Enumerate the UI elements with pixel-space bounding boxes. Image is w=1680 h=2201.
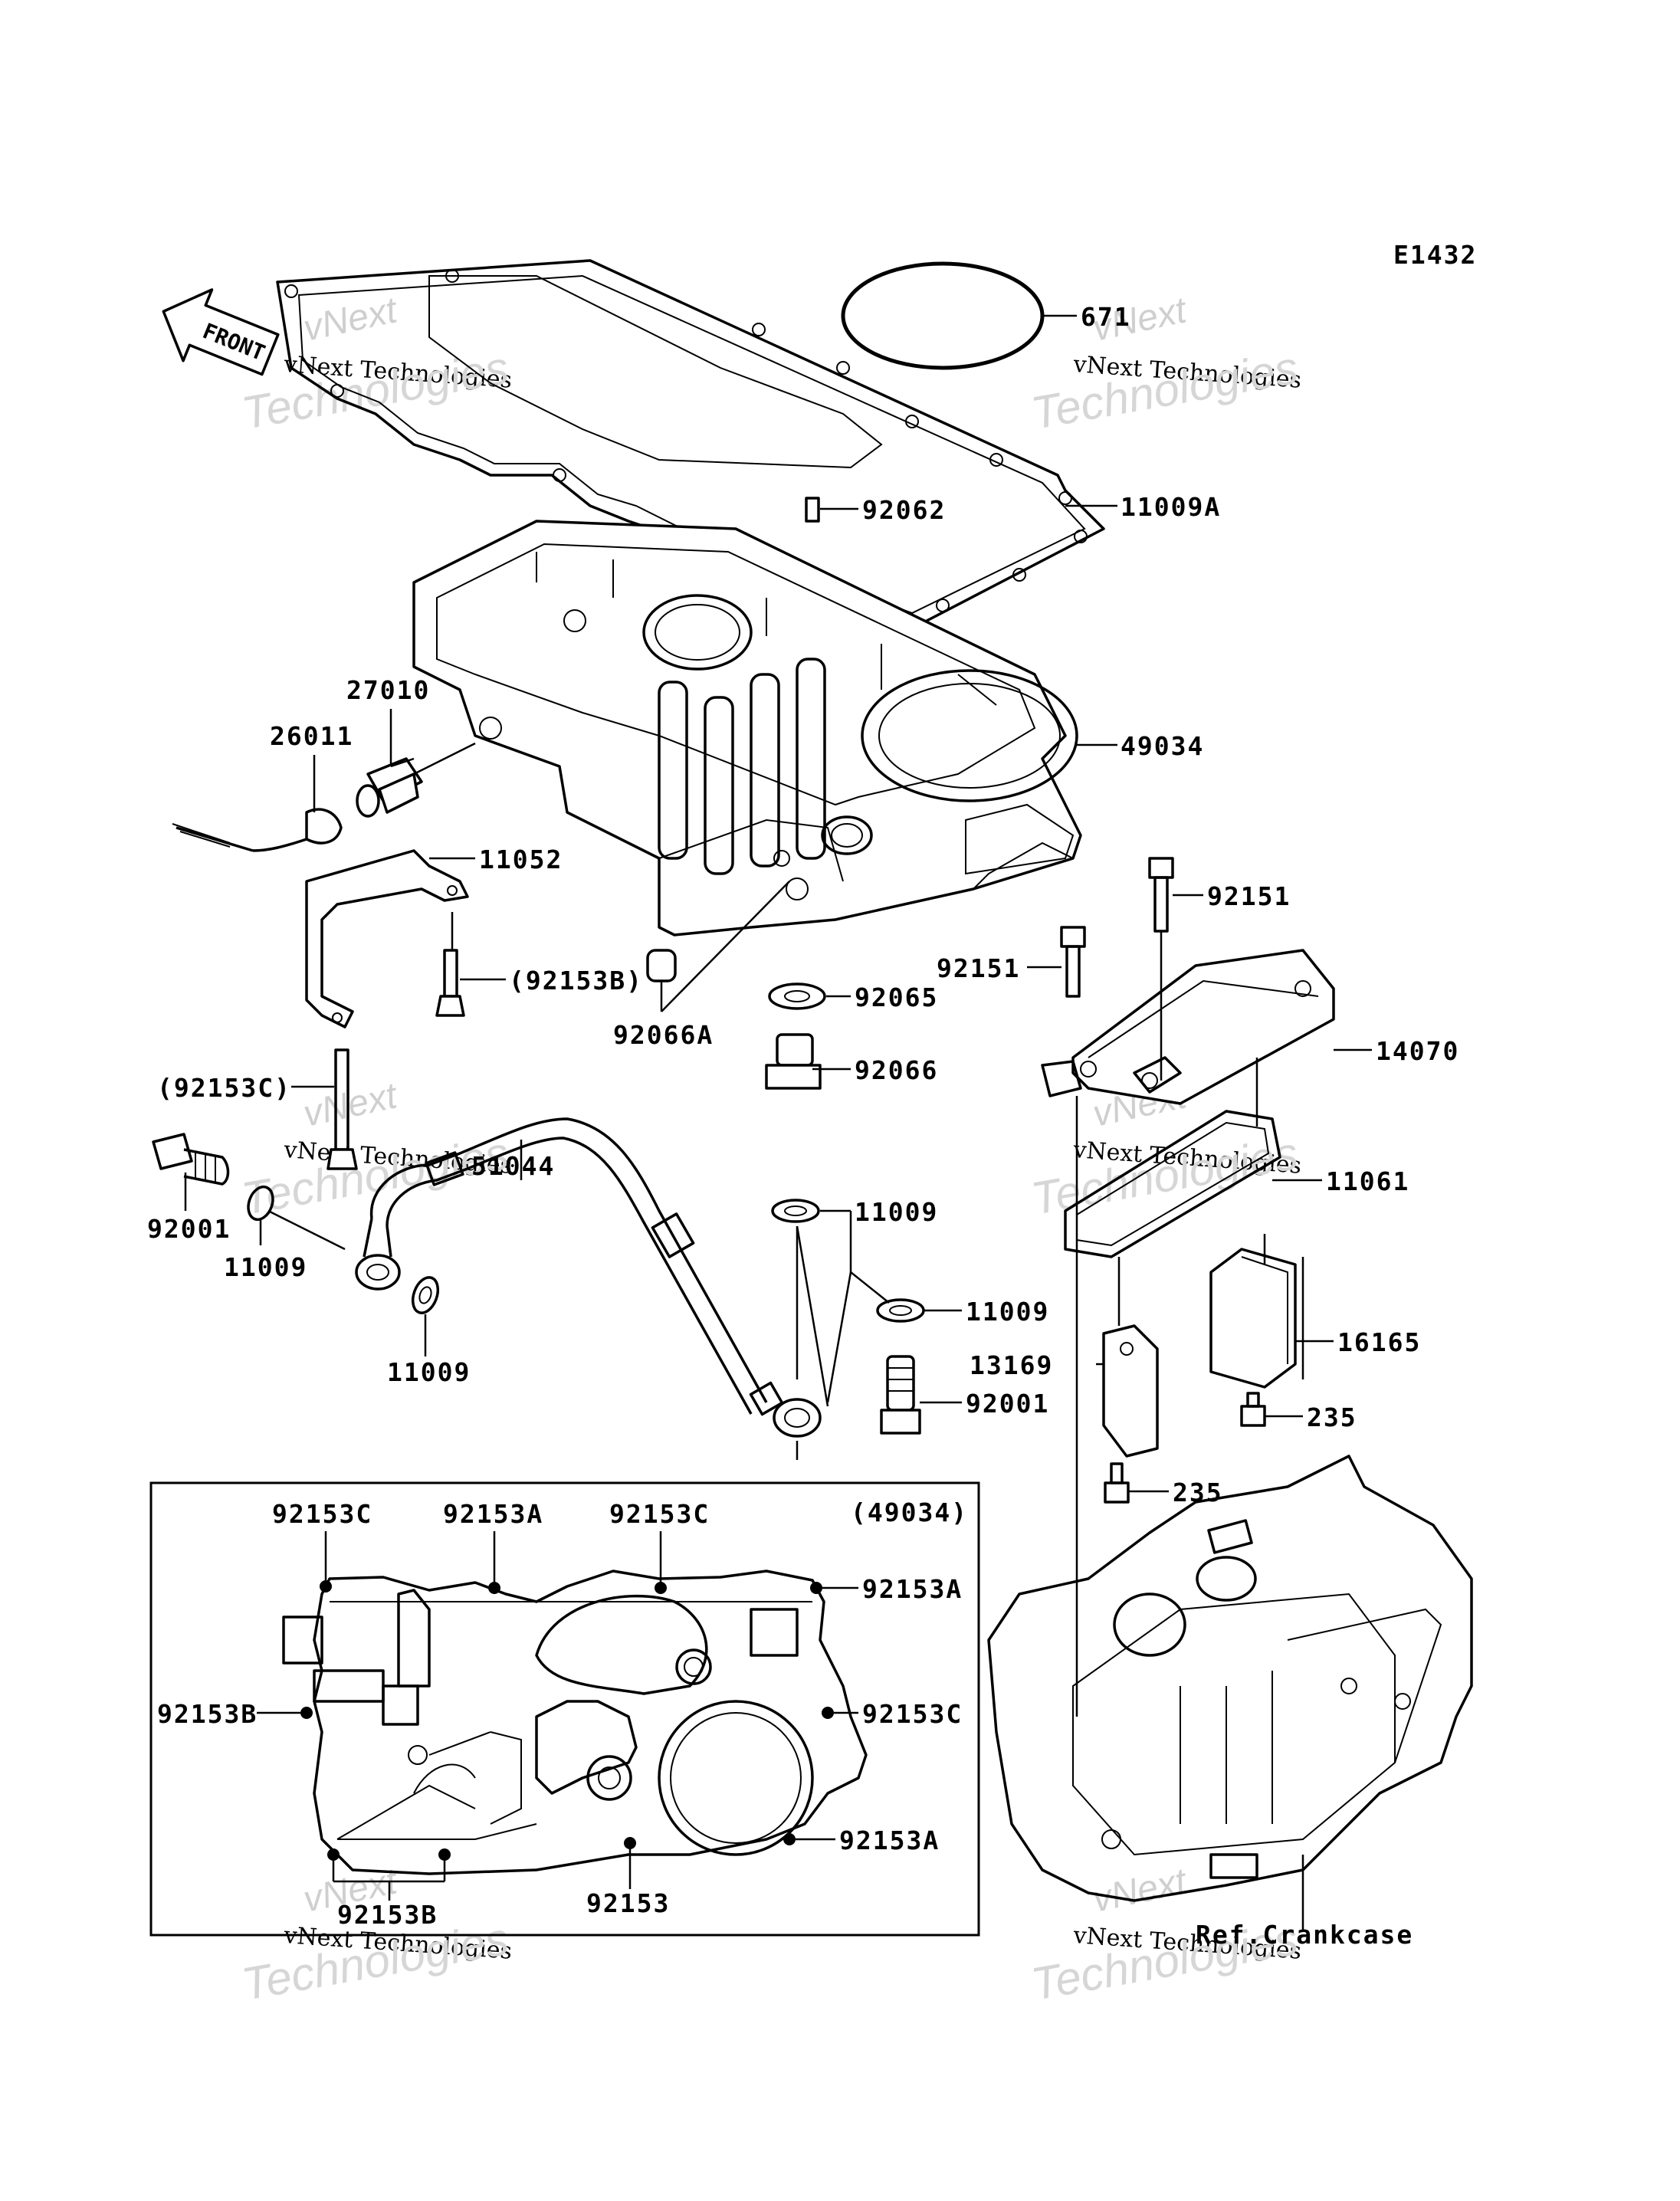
watermark-top-left: vNext vNext Technologies Technologies <box>238 290 514 439</box>
label-11009A: 11009A <box>1121 492 1221 522</box>
crankcase-reference <box>987 1455 1473 1902</box>
label-92066A: 92066A <box>613 1020 714 1050</box>
label-11009-bottom: 11009 <box>387 1357 471 1387</box>
inset-label-92153A-2: 92153A <box>862 1574 963 1604</box>
label-671: 671 <box>1081 302 1131 332</box>
oil-pressure-switch <box>356 757 423 818</box>
drain-plug-92066 <box>765 1033 822 1090</box>
plug-92066A <box>646 949 677 982</box>
label-11009-left: 11009 <box>224 1252 307 1282</box>
label-235-lower: 235 <box>1173 1478 1223 1507</box>
label-92062: 92062 <box>862 495 946 525</box>
oil-pan-gasket <box>276 259 1105 630</box>
inset-leader-lines <box>257 1531 858 1901</box>
front-arrow-icon: FRONT <box>162 288 280 376</box>
banjo-bolt-92001-left <box>152 1133 230 1186</box>
leader-lines <box>184 314 1372 1931</box>
label-92065: 92065 <box>855 982 938 1012</box>
inset-label-92153B-2: 92153B <box>337 1900 438 1930</box>
inset-label-92153: 92153 <box>586 1888 670 1918</box>
inset-panel: (49034) <box>149 1481 980 1937</box>
label-16165: 16165 <box>1337 1327 1421 1357</box>
diagram-code: E1432 <box>1393 240 1477 270</box>
dowel-pin-92062 <box>805 497 820 523</box>
washer-11009-right <box>876 1298 925 1323</box>
watermark-top-right: vNext vNext Technologies Technologies <box>1028 290 1303 439</box>
oil-pipe-51044 <box>355 1117 822 1438</box>
label-26011: 26011 <box>270 721 353 751</box>
inset-label-92153A-3: 92153A <box>839 1825 940 1855</box>
sensor-16165 <box>1209 1248 1297 1389</box>
bolt-92153C <box>326 1048 358 1170</box>
bolt-92153B <box>435 949 465 1017</box>
bolt-92151-top <box>1148 857 1174 933</box>
label-11009-center: 11009 <box>855 1197 938 1227</box>
banjo-bolt-92001-right <box>880 1355 921 1435</box>
label-51044: 51044 <box>471 1151 555 1181</box>
label-92151-mid: 92151 <box>937 953 1020 983</box>
inset-label-92153C-2: 92153C <box>609 1499 710 1529</box>
label-92153B-paren: (92153B) <box>509 966 643 996</box>
inset-label-92153B-1: 92153B <box>157 1699 258 1729</box>
inset-bolt-points <box>300 1580 834 1861</box>
label-92001-right: 92001 <box>966 1389 1049 1419</box>
cover-14070 <box>1041 949 1335 1105</box>
label-235-upper: 235 <box>1307 1402 1357 1432</box>
inset-label-92153C-1: 92153C <box>272 1499 372 1529</box>
svg-text:Technologies: Technologies <box>1028 342 1302 439</box>
label-92066: 92066 <box>855 1055 938 1085</box>
bracket-13169 <box>1102 1324 1159 1458</box>
label-14070: 14070 <box>1376 1036 1459 1066</box>
bracket-11052 <box>305 849 469 1028</box>
svg-text:vNext: vNext <box>300 1075 402 1135</box>
label-92001-left: 92001 <box>147 1214 231 1244</box>
washer-11009-bottom <box>411 1276 440 1314</box>
washer-11009-left <box>247 1185 274 1222</box>
inset-label-92153C-3: 92153C <box>862 1699 963 1729</box>
label-49034: 49034 <box>1121 731 1204 761</box>
label-11009-right: 11009 <box>966 1297 1049 1327</box>
washer-92065 <box>768 982 826 1010</box>
label-92153C-paren: (92153C) <box>157 1073 291 1103</box>
svg-text:vNext: vNext <box>1089 1861 1191 1921</box>
bolt-92151-mid <box>1060 926 1086 998</box>
svg-text:vNext: vNext <box>300 290 402 349</box>
label-27010: 27010 <box>346 675 430 705</box>
label-92151-top: 92151 <box>1207 881 1291 911</box>
o-ring-671 <box>841 261 1045 370</box>
part-labels: 671 11009A 92062 49034 27010 26011 11052… <box>147 302 1459 1950</box>
inset-oil-pan-bottom <box>282 1570 868 1875</box>
sensor-lead <box>172 808 343 852</box>
label-13169: 13169 <box>970 1350 1053 1380</box>
inset-labels: 92153C 92153A 92153C 92153A 92153B 92153… <box>157 1499 963 1930</box>
label-11061: 11061 <box>1326 1166 1409 1196</box>
inset-label-92153A-1: 92153A <box>443 1499 543 1529</box>
washer-11009-center <box>771 1199 820 1223</box>
inset-title: (49034) <box>851 1497 968 1527</box>
svg-text:Technologies: Technologies <box>238 342 513 439</box>
bolt-235-lower <box>1104 1462 1130 1504</box>
label-11052: 11052 <box>479 845 563 874</box>
bolt-235-upper <box>1240 1392 1266 1427</box>
label-ref-crankcase: Ref.Crankcase <box>1196 1920 1413 1950</box>
oil-pan <box>412 520 1082 936</box>
